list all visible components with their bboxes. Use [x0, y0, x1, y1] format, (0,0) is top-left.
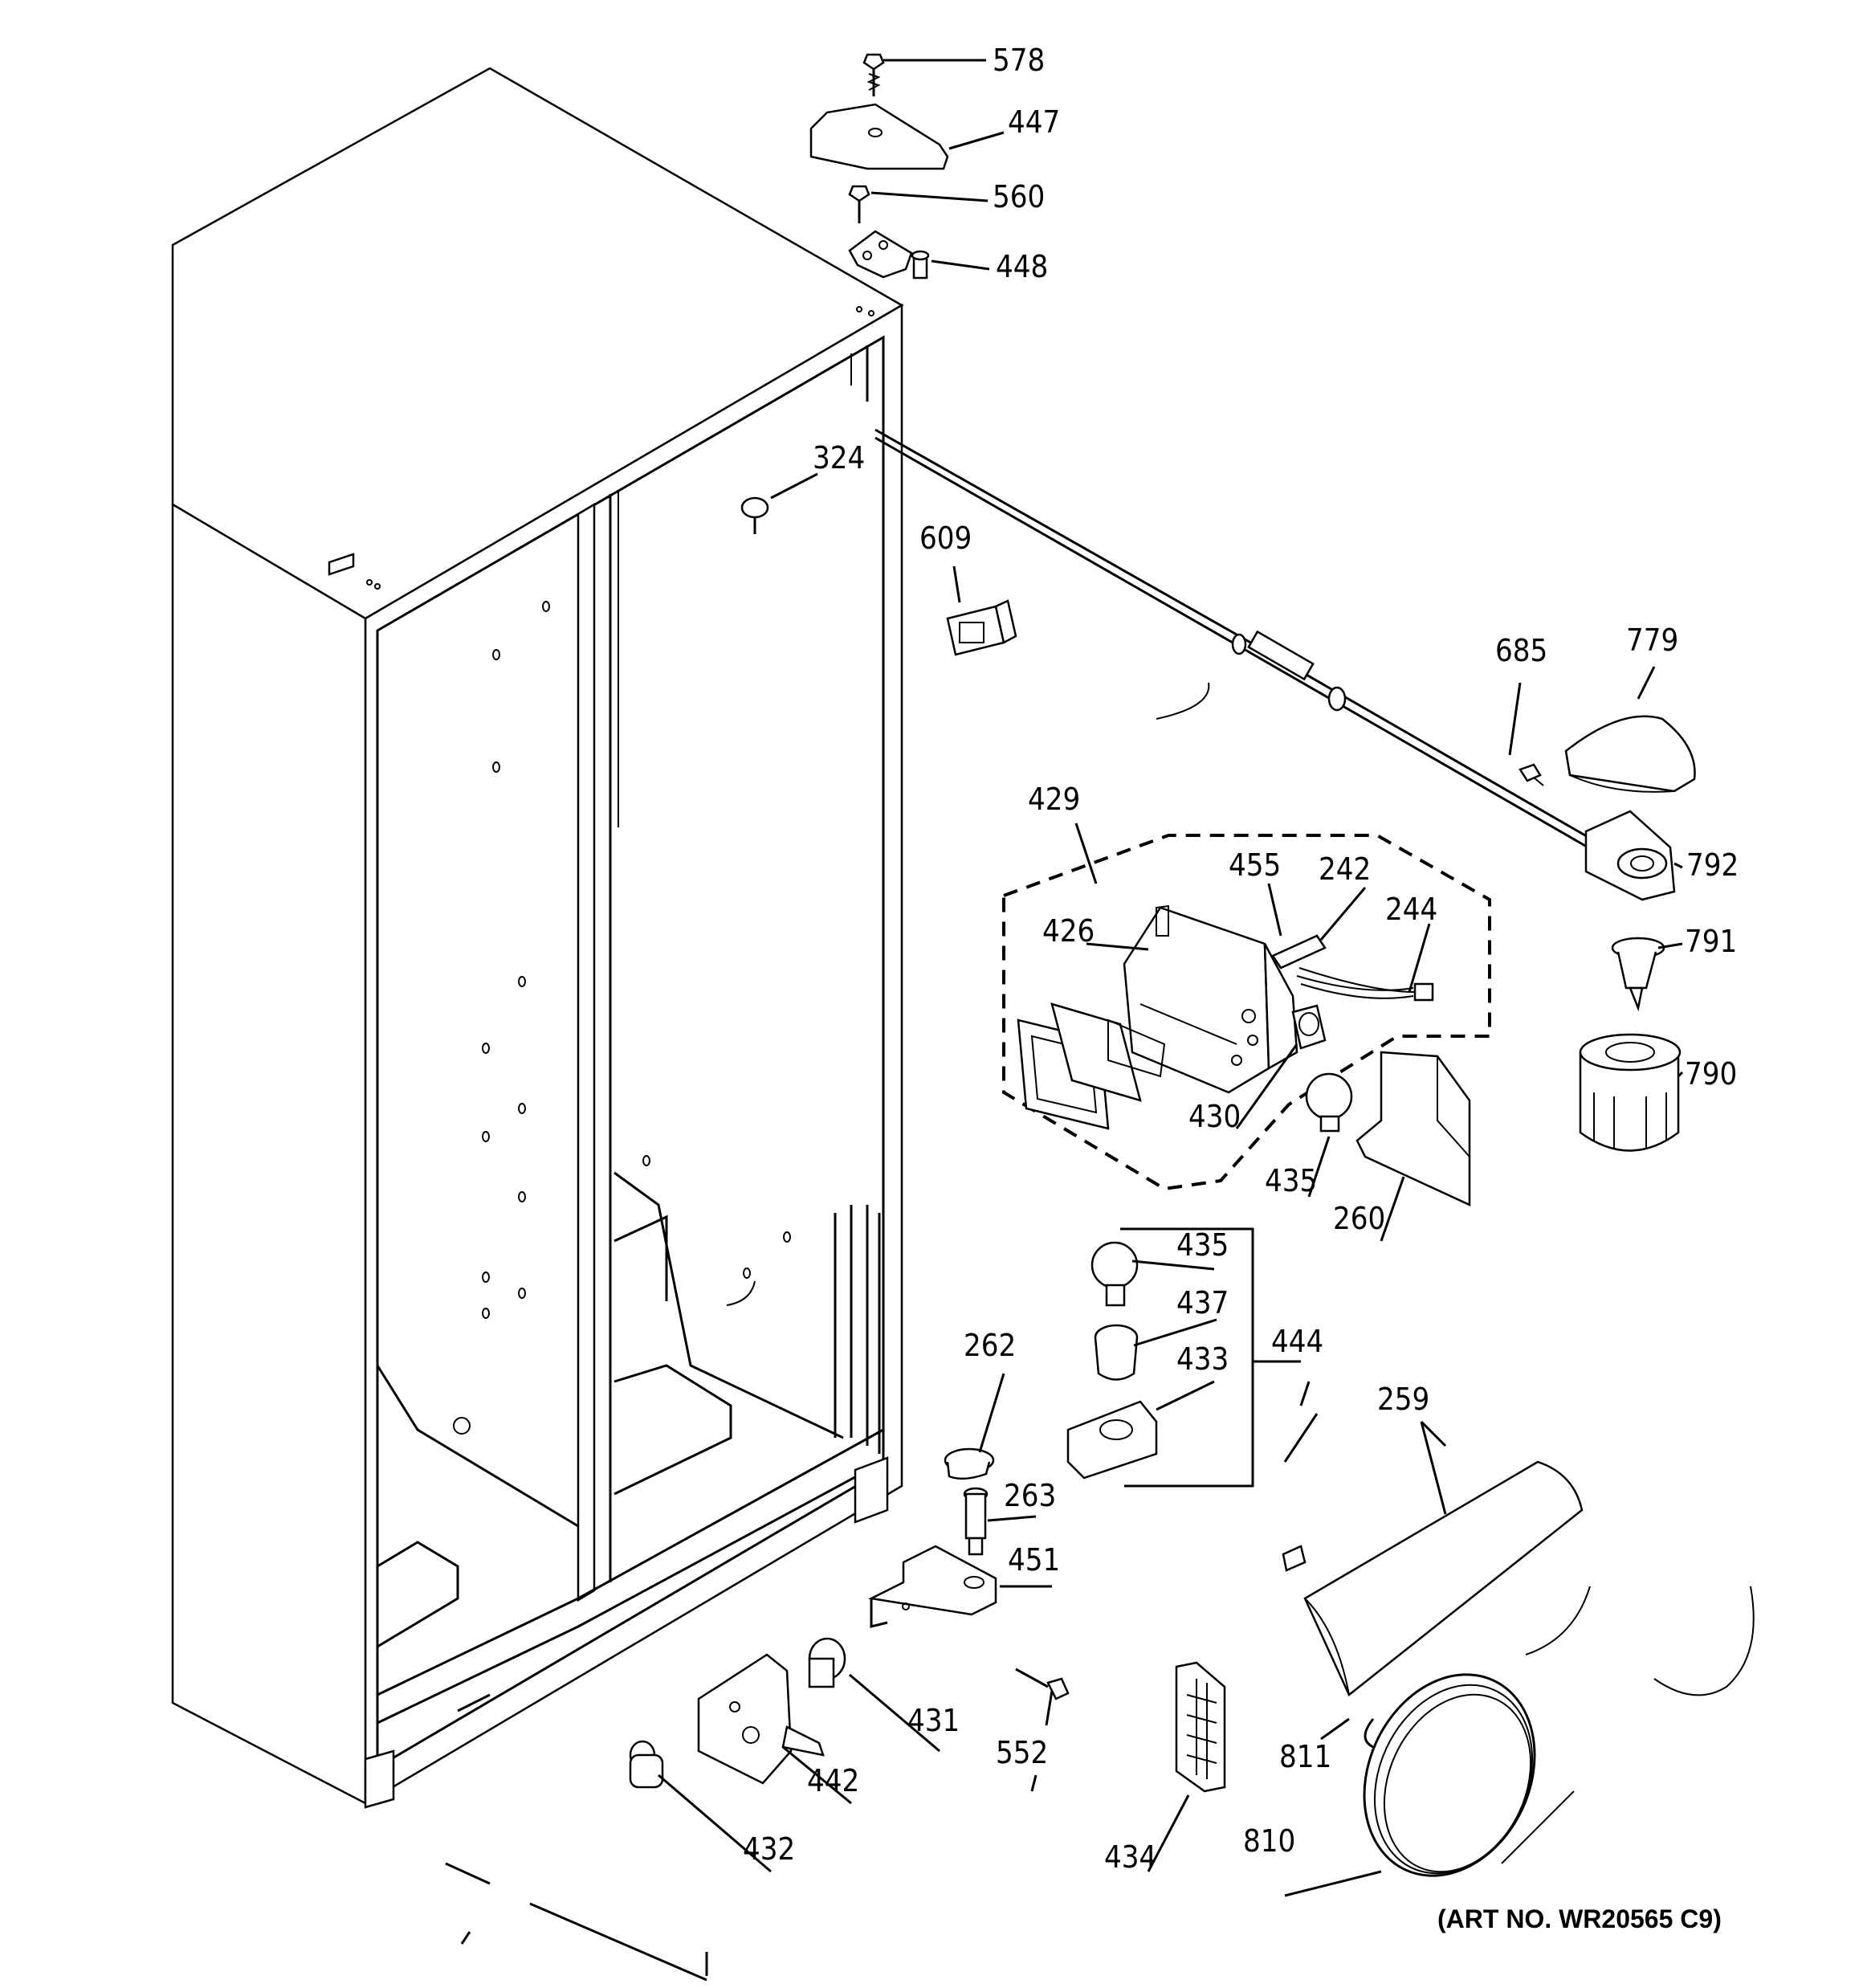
- light-kit-444: [1066, 1227, 1301, 1488]
- callout-324: 324: [813, 440, 865, 476]
- art-number-label: (ART NO. WR20565 C9): [1437, 1904, 1722, 1933]
- callout-262: 262: [964, 1328, 1016, 1363]
- light-bulb-435-lower: [1090, 1241, 1139, 1307]
- callout-455: 455: [1229, 847, 1281, 883]
- callout-430: 430: [1188, 1099, 1241, 1134]
- screw-685: [1519, 763, 1544, 786]
- callout-435-upper: 435: [1265, 1163, 1317, 1198]
- callout-242: 242: [1319, 851, 1371, 887]
- callout-811: 811: [1279, 1739, 1331, 1774]
- light-cover-260: [1355, 1051, 1471, 1206]
- cam-262: [944, 1447, 995, 1480]
- cover-779: [1564, 715, 1696, 793]
- callout-434: 434: [1104, 1839, 1156, 1875]
- light-bulb-435: [1305, 1072, 1353, 1133]
- hinge-bottom-parts: [867, 1447, 997, 1628]
- leader-lines: [658, 59, 1684, 1897]
- callout-437: 437: [1176, 1285, 1229, 1321]
- callout-810: 810: [1243, 1823, 1295, 1859]
- callout-448: 448: [996, 249, 1048, 284]
- clip-324: [740, 496, 769, 534]
- spacer-432: [629, 1740, 664, 1789]
- hose-sketch: [1525, 1586, 1591, 1655]
- filter-head-791: [1611, 937, 1665, 1012]
- callout-560: 560: [993, 179, 1045, 214]
- callout-435-lower: 435: [1176, 1227, 1229, 1263]
- callout-447: 447: [1008, 104, 1060, 140]
- housing-792: [1584, 810, 1676, 901]
- callout-429: 429: [1028, 782, 1080, 817]
- water-tube-assembly: [874, 428, 1607, 857]
- callout-431: 431: [907, 1703, 960, 1738]
- callout-432: 432: [743, 1831, 795, 1867]
- pin-263: [963, 1487, 989, 1556]
- hinge-448: [848, 230, 930, 280]
- callout-790: 790: [1685, 1056, 1737, 1092]
- screw-578: [862, 53, 885, 96]
- arc-outline: [1653, 1586, 1755, 1696]
- callout-791: 791: [1685, 924, 1737, 959]
- callout-442: 442: [807, 1763, 859, 1798]
- tubing-coil-810: [1363, 1673, 1575, 1877]
- callout-609: 609: [919, 520, 972, 556]
- switch-housing-433: [1066, 1400, 1158, 1480]
- callout-263: 263: [1004, 1478, 1056, 1513]
- bracket-451: [867, 1545, 997, 1628]
- dispenser-kit-429: [1002, 834, 1491, 1191]
- relay-609: [946, 599, 1017, 656]
- screw-552: [1015, 1668, 1070, 1700]
- bushing-431: [808, 1637, 846, 1688]
- top-hinge-parts: [809, 53, 949, 280]
- callout-552: 552: [996, 1735, 1048, 1770]
- filter-cartridge-790: [1579, 1033, 1682, 1152]
- callout-578: 578: [993, 43, 1045, 78]
- callout-259: 259: [1377, 1382, 1429, 1417]
- hinge-cover-447: [809, 103, 949, 170]
- callout-444: 444: [1271, 1324, 1323, 1359]
- callout-779: 779: [1626, 623, 1678, 658]
- screw-560: [848, 185, 870, 223]
- refrigerator-cabinet: [171, 67, 1210, 1982]
- closer-442: [697, 1653, 825, 1785]
- grille-434: [1175, 1661, 1226, 1793]
- callout-433: 433: [1176, 1341, 1229, 1377]
- callout-426: 426: [1042, 913, 1095, 949]
- clip-811: [1364, 1718, 1375, 1749]
- light-socket-437: [1094, 1324, 1139, 1381]
- callout-451: 451: [1008, 1542, 1060, 1578]
- kickplate-259: [1282, 1460, 1584, 1696]
- callout-792: 792: [1686, 847, 1739, 883]
- callout-labels: 578 447 560 448 324 609 685 779 429 455 …: [743, 43, 1739, 1875]
- dispenser-housing-426: [1123, 904, 1298, 1094]
- callout-260: 260: [1333, 1201, 1385, 1236]
- lower-hinge-parts: [629, 1637, 846, 1789]
- callout-244: 244: [1385, 892, 1437, 927]
- callout-685: 685: [1495, 633, 1547, 668]
